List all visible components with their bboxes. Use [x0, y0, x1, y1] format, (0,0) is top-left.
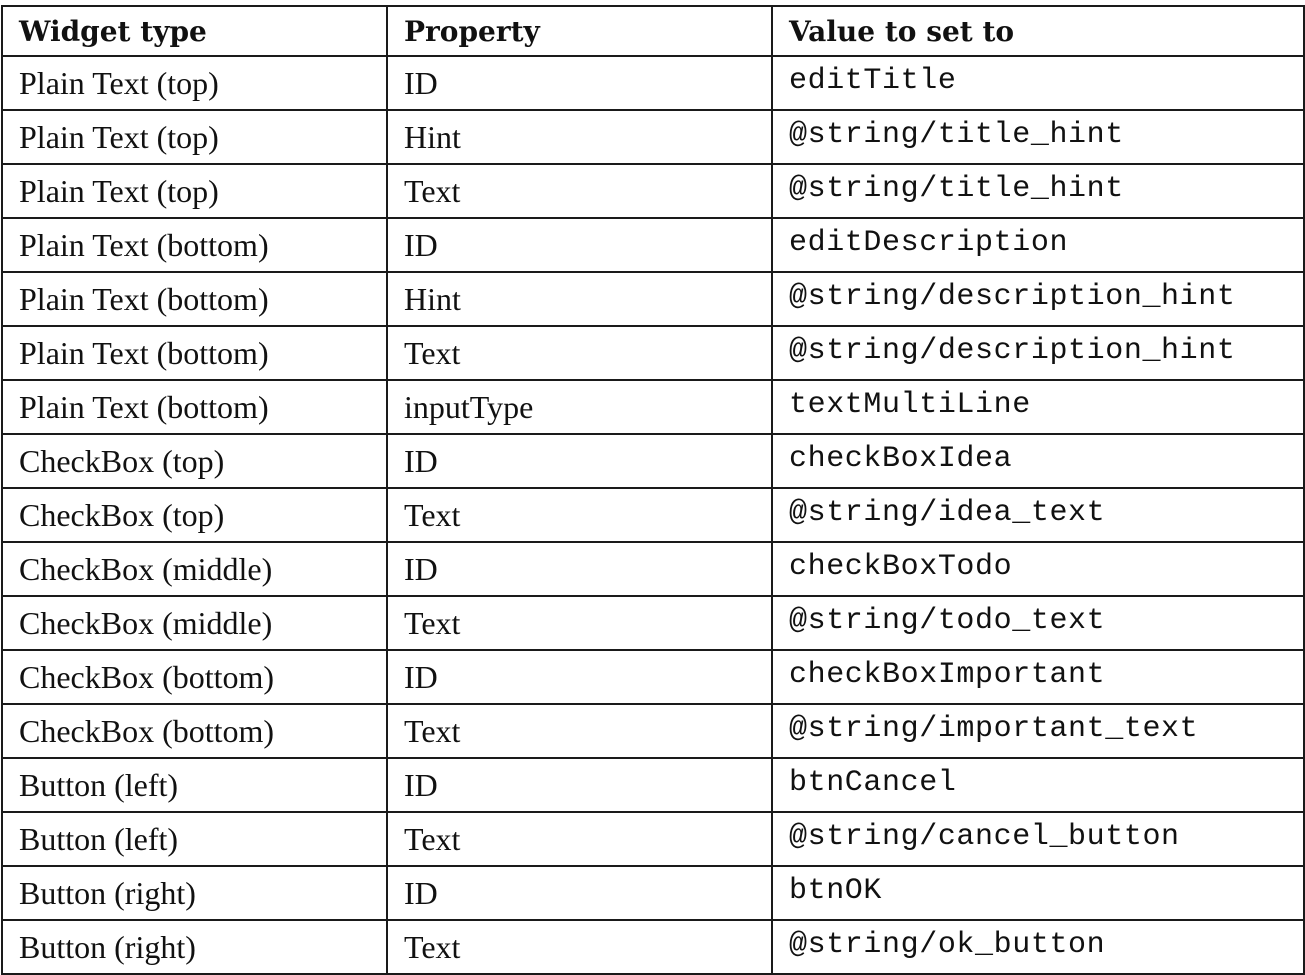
value-cell: @string/important_text: [771, 703, 1305, 759]
table-row: Plain Text (bottom)Hint@string/descripti…: [1, 271, 1305, 327]
widget-type-cell: CheckBox (middle): [1, 595, 388, 651]
property-cell: Hint: [386, 109, 773, 165]
property-cell: Hint: [386, 271, 773, 327]
value-cell: btnCancel: [771, 757, 1305, 813]
property-cell: Text: [386, 595, 773, 651]
table-row: Button (right)Text@string/ok_button: [1, 919, 1305, 975]
widget-type-cell: CheckBox (top): [1, 433, 388, 489]
table-row: CheckBox (top)Text@string/idea_text: [1, 487, 1305, 543]
property-cell: Text: [386, 703, 773, 759]
table-row: Button (left)Text@string/cancel_button: [1, 811, 1305, 867]
widget-type-cell: Plain Text (top): [1, 163, 388, 219]
widget-type-cell: Plain Text (bottom): [1, 217, 388, 273]
value-cell: @string/todo_text: [771, 595, 1305, 651]
value-cell: @string/title_hint: [771, 163, 1305, 219]
property-cell: ID: [386, 217, 773, 273]
value-cell: editTitle: [771, 55, 1305, 111]
property-cell: Text: [386, 325, 773, 381]
widget-type-cell: Button (right): [1, 919, 388, 975]
widget-type-cell: Button (left): [1, 811, 388, 867]
table-row: Plain Text (top)Text@string/title_hint: [1, 163, 1305, 219]
table-row: Plain Text (bottom)Text@string/descripti…: [1, 325, 1305, 381]
value-cell: textMultiLine: [771, 379, 1305, 435]
value-cell: editDescription: [771, 217, 1305, 273]
widget-type-cell: Plain Text (top): [1, 109, 388, 165]
widget-type-cell: Plain Text (bottom): [1, 325, 388, 381]
header-widget-type: Widget type: [1, 5, 388, 57]
value-cell: @string/idea_text: [771, 487, 1305, 543]
header-value: Value to set to: [771, 5, 1305, 57]
property-cell: ID: [386, 433, 773, 489]
widget-type-cell: CheckBox (bottom): [1, 703, 388, 759]
property-cell: Text: [386, 163, 773, 219]
widget-type-cell: CheckBox (bottom): [1, 649, 388, 705]
header-row: Widget type Property Value to set to: [1, 5, 1305, 57]
property-cell: Text: [386, 811, 773, 867]
property-cell: inputType: [386, 379, 773, 435]
table-row: Plain Text (top)Hint@string/title_hint: [1, 109, 1305, 165]
widget-type-cell: Plain Text (bottom): [1, 271, 388, 327]
property-cell: ID: [386, 649, 773, 705]
widget-type-cell: Button (right): [1, 865, 388, 921]
property-cell: ID: [386, 865, 773, 921]
widget-type-cell: Plain Text (bottom): [1, 379, 388, 435]
table-row: CheckBox (middle)Text@string/todo_text: [1, 595, 1305, 651]
widget-type-cell: CheckBox (middle): [1, 541, 388, 597]
value-cell: @string/description_hint: [771, 271, 1305, 327]
value-cell: @string/cancel_button: [771, 811, 1305, 867]
widget-type-cell: CheckBox (top): [1, 487, 388, 543]
value-cell: checkBoxImportant: [771, 649, 1305, 705]
table-header: Widget type Property Value to set to: [1, 5, 1305, 57]
value-cell: checkBoxIdea: [771, 433, 1305, 489]
property-cell: Text: [386, 919, 773, 975]
widget-type-cell: Plain Text (top): [1, 55, 388, 111]
value-cell: @string/title_hint: [771, 109, 1305, 165]
table-row: CheckBox (bottom)Text@string/important_t…: [1, 703, 1305, 759]
widget-properties-table: Widget type Property Value to set to Pla…: [1, 5, 1305, 975]
header-property: Property: [386, 5, 773, 57]
value-cell: btnOK: [771, 865, 1305, 921]
property-cell: ID: [386, 757, 773, 813]
property-cell: ID: [386, 55, 773, 111]
value-cell: @string/description_hint: [771, 325, 1305, 381]
property-cell: ID: [386, 541, 773, 597]
value-cell: @string/ok_button: [771, 919, 1305, 975]
value-cell: checkBoxTodo: [771, 541, 1305, 597]
widget-type-cell: Button (left): [1, 757, 388, 813]
property-cell: Text: [386, 487, 773, 543]
